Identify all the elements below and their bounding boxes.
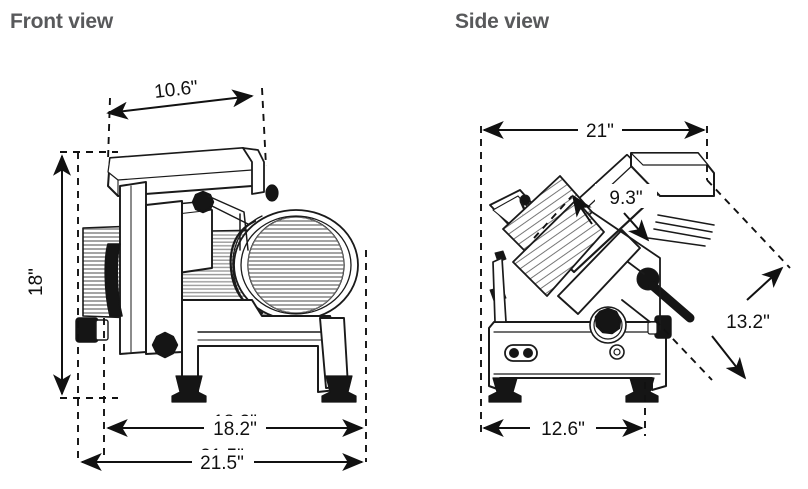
front-dimension-labels-top: 10.6" 18" 18.2" 21.5" <box>26 77 257 474</box>
side-thickness-knob <box>589 306 627 344</box>
side-indicator <box>609 344 625 360</box>
dimension-label-front-height-visible: 18" <box>26 268 47 296</box>
side-label-masks <box>530 115 788 438</box>
dimension-label-front-total-width-visible: 21.5" <box>200 453 244 474</box>
front-label-masks <box>32 79 266 472</box>
side-view-title: Side view <box>455 10 549 33</box>
side-left-post <box>492 257 507 323</box>
dimension-label-side-diagonal: 13.2" <box>726 312 770 333</box>
front-blade-assembly <box>229 209 359 321</box>
side-lever-handle <box>636 267 695 323</box>
side-left-foot <box>488 377 522 403</box>
dimension-label-side-total-width: 21" <box>586 121 614 142</box>
side-dimension-labels: 21" 9.3" 13.2" 12.6" <box>541 121 770 440</box>
front-left-knob <box>75 317 109 343</box>
front-machine-illustration <box>75 147 359 403</box>
front-upper-star-knob <box>191 190 215 214</box>
dimension-label-side-base-width: 12.6" <box>541 419 585 440</box>
front-left-foot <box>171 375 207 403</box>
front-linkage <box>207 195 249 251</box>
side-right-foot <box>625 377 659 403</box>
front-lower-star-knob <box>151 331 179 359</box>
dimension-label-front-base-width-visible: 18.2" <box>213 419 257 440</box>
dimension-label-side-carriage: 9.3" <box>609 188 642 209</box>
side-guard-strip <box>557 229 641 315</box>
side-linkage <box>591 211 661 331</box>
side-switch-panel <box>504 344 538 362</box>
front-food-carriage <box>107 147 265 197</box>
dimension-label-front-depth-top-visible: 10.6" <box>153 77 199 103</box>
side-guide-rods <box>647 214 715 247</box>
front-view-title: Front view <box>10 10 114 33</box>
front-small-knob <box>265 184 279 202</box>
front-handle <box>104 243 123 317</box>
front-right-foot <box>321 375 357 403</box>
